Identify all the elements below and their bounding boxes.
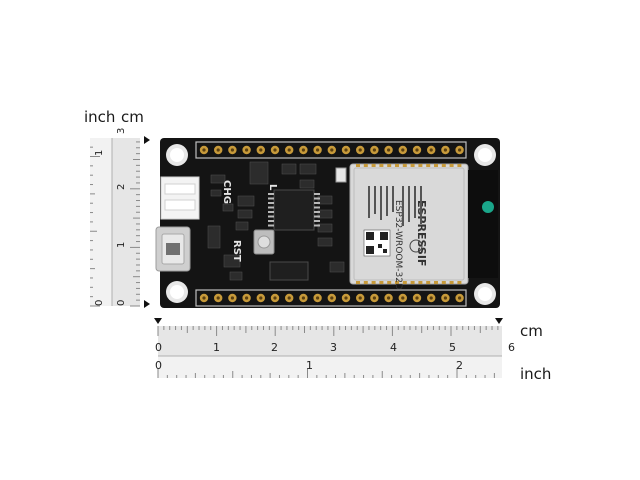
chg-label: CHG xyxy=(221,180,232,204)
horizontal-ruler-cm-ticks: 0 1 2 3 4 5 6 xyxy=(155,341,515,354)
v-inch-tick-0: 0 xyxy=(94,300,105,306)
module-qr-code xyxy=(363,229,391,257)
esp32-board: RST CHG L ESPRESSIF ESP32-WROOM-32D xyxy=(155,138,500,308)
module-brand-text: ESPRESSIF xyxy=(415,200,428,266)
battery-connector xyxy=(160,176,200,220)
mounting-hole-top-left xyxy=(166,144,188,166)
vertical-ruler-cm-ticks: 0 1 2 3 xyxy=(116,128,127,306)
h-cm-tick-5: 5 xyxy=(449,341,456,354)
vertical-ruler: 0 1 2 3 0 1 xyxy=(90,128,150,308)
v-cm-tick-0: 0 xyxy=(116,300,127,306)
h-cm-tick-0: 0 xyxy=(155,341,162,354)
status-led xyxy=(482,201,494,213)
h-cm-tick-2: 2 xyxy=(271,341,278,354)
reset-button xyxy=(253,229,275,255)
vertical-ruler-cm-label: cm xyxy=(121,108,144,126)
horizontal-ruler-inch-label: inch xyxy=(520,365,552,383)
h-cm-tick-1: 1 xyxy=(213,341,220,354)
v-inch-tick-1: 1 xyxy=(94,150,105,156)
mounting-hole-bottom-right xyxy=(474,283,496,305)
micro-usb-port xyxy=(155,226,191,272)
vertical-ruler-inch-label: inch xyxy=(84,108,116,126)
v-cm-tick-1: 1 xyxy=(116,242,127,248)
top-header-pins xyxy=(199,145,464,155)
horizontal-ruler-inch-ticks: 0 1 2 xyxy=(155,359,463,372)
bottom-header-outline xyxy=(195,289,467,307)
h-cm-tick-4: 4 xyxy=(390,341,397,354)
v-cm-tick-3: 3 xyxy=(116,128,127,134)
rst-label: RST xyxy=(231,240,242,262)
esp32-wroom-module: ESPRESSIF ESP32-WROOM-32D xyxy=(349,163,469,290)
h-cm-tick-3: 3 xyxy=(330,341,337,354)
horizontal-ruler-cm-label: cm xyxy=(520,322,543,340)
mounting-hole-top-right xyxy=(474,144,496,166)
usb-uart-chip xyxy=(273,189,315,231)
h-inch-tick-2: 2 xyxy=(456,359,463,372)
l-label: L xyxy=(267,184,278,191)
module-model-text: ESP32-WROOM-32D xyxy=(393,200,403,290)
h-inch-tick-0: 0 xyxy=(155,359,162,372)
h-cm-tick-6: 6 xyxy=(508,341,515,354)
v-cm-tick-2: 2 xyxy=(116,184,127,190)
regulator-chip xyxy=(269,261,309,281)
mounting-hole-bottom-left xyxy=(166,281,188,303)
module-antenna xyxy=(468,170,498,278)
top-header-outline xyxy=(195,141,467,159)
h-inch-tick-1: 1 xyxy=(306,359,313,372)
horizontal-ruler: 0 1 2 3 4 5 6 0 1 2 xyxy=(154,318,515,378)
vertical-ruler-inch-ticks: 0 1 xyxy=(94,150,105,306)
bottom-header-pins xyxy=(199,293,464,303)
